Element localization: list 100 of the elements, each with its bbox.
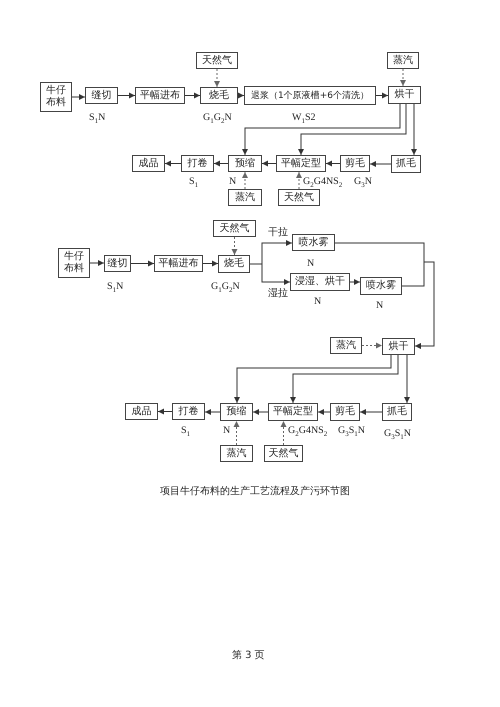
process-box bbox=[268, 403, 318, 421]
arrow bbox=[184, 92, 200, 98]
emission-code: G$_{1}$G$_{2}$N bbox=[211, 281, 240, 296]
box-label: 天然气 bbox=[283, 192, 315, 204]
process-box bbox=[264, 445, 303, 462]
dashed-arrow bbox=[362, 342, 382, 348]
emission-code: G$_{1}$G$_{2}$N bbox=[203, 112, 232, 127]
box-label: 蒸汽 bbox=[234, 192, 256, 204]
arrow bbox=[402, 262, 434, 349]
box-label: 烘干 bbox=[388, 340, 410, 352]
box-label: 成品 bbox=[138, 158, 160, 170]
box-label: 缝切 bbox=[90, 90, 112, 102]
box-label: 天然气 bbox=[201, 54, 233, 66]
process-box bbox=[181, 155, 214, 172]
emission-code: S$_{1}$N bbox=[107, 281, 124, 296]
arrow bbox=[326, 160, 340, 166]
emission-code: G$_{2}$G4NS$_{2}$ bbox=[288, 425, 328, 440]
box-label: 成品 bbox=[130, 406, 152, 418]
emission-code: G$_{3}$S$_{1}$N bbox=[384, 428, 412, 443]
emission-code: S$_{1}$ bbox=[189, 176, 198, 191]
emission-code: G$_{3}$N bbox=[354, 176, 372, 191]
emission-code: S$_{1}$N bbox=[89, 112, 106, 127]
dashed-arrow bbox=[296, 172, 302, 190]
arrow bbox=[204, 409, 220, 415]
process-box bbox=[218, 255, 250, 273]
process-box bbox=[220, 403, 253, 421]
arrow bbox=[158, 408, 172, 414]
process-box bbox=[220, 445, 253, 462]
process-box bbox=[278, 189, 320, 206]
process-box bbox=[58, 248, 90, 278]
arrow bbox=[376, 92, 388, 98]
box-label: 蒸汽 bbox=[335, 340, 357, 352]
arrow bbox=[118, 92, 136, 98]
box-label: 烧毛 bbox=[223, 258, 245, 270]
process-box bbox=[340, 155, 370, 172]
dashed-arrow bbox=[232, 236, 238, 256]
dashed-arrow bbox=[400, 68, 406, 86]
box-label: 天然气 bbox=[218, 222, 250, 234]
arrow bbox=[411, 104, 417, 156]
edge-label: 湿拉 bbox=[268, 288, 288, 300]
process-box bbox=[360, 277, 402, 295]
box-label: 牛仔布料 bbox=[45, 85, 67, 109]
process-box bbox=[132, 155, 165, 172]
process-box bbox=[244, 86, 376, 105]
arrow bbox=[214, 160, 228, 166]
box-label: 平幅定型 bbox=[272, 406, 314, 418]
process-box bbox=[200, 87, 238, 104]
arrow bbox=[350, 279, 360, 285]
process-box bbox=[85, 87, 118, 104]
box-label: 预缩 bbox=[234, 158, 256, 170]
box-label: 缝切 bbox=[106, 258, 128, 270]
emission-code: G$_{2}$G4NS$_{2}$ bbox=[303, 176, 342, 191]
box-label: 蒸汽 bbox=[226, 448, 248, 460]
emission-code: N bbox=[229, 176, 236, 188]
arrow bbox=[90, 260, 104, 266]
arrow bbox=[262, 160, 276, 166]
process-box bbox=[382, 338, 415, 355]
process-box bbox=[276, 155, 326, 172]
arrow bbox=[238, 92, 244, 98]
emission-code: S$_{1}$ bbox=[181, 425, 190, 440]
process-box bbox=[228, 189, 262, 206]
box-label: 抓毛 bbox=[386, 406, 408, 418]
process-box bbox=[388, 86, 421, 104]
box-label: 喷水雾 bbox=[365, 280, 397, 292]
arrow bbox=[72, 94, 86, 100]
box-label: 打卷 bbox=[186, 158, 208, 170]
arrow bbox=[298, 104, 406, 156]
process-box bbox=[228, 155, 262, 172]
box-label: 烘干 bbox=[394, 89, 416, 101]
process-box bbox=[154, 255, 203, 272]
process-box bbox=[387, 52, 419, 69]
arrow bbox=[234, 354, 392, 404]
process-box bbox=[196, 52, 238, 69]
box-label: 浸湿、烘干 bbox=[294, 276, 346, 288]
process-box bbox=[290, 273, 350, 291]
dashed-arrow bbox=[242, 172, 248, 190]
page-number: 第 3 页 bbox=[232, 649, 265, 662]
box-label: 喷水雾 bbox=[298, 236, 330, 248]
arrow bbox=[290, 354, 398, 404]
arrow bbox=[164, 160, 182, 166]
process-box bbox=[40, 82, 72, 112]
emission-code: W$_{1}$S2 bbox=[292, 112, 316, 127]
box-label: 蒸汽 bbox=[392, 54, 414, 66]
box-label: 牛仔布料 bbox=[63, 251, 85, 275]
emission-code: N bbox=[314, 296, 322, 308]
process-box bbox=[135, 87, 185, 104]
arrow bbox=[404, 354, 410, 404]
process-box bbox=[330, 403, 360, 421]
box-label: 预缩 bbox=[226, 406, 248, 418]
process-box bbox=[213, 220, 256, 237]
dashed-arrow bbox=[234, 420, 240, 446]
arrow bbox=[242, 104, 400, 156]
box-label: 退浆（1个原液槽+6个清洗） bbox=[250, 90, 370, 102]
box-label: 平幅定型 bbox=[280, 158, 322, 170]
box-label: 天然气 bbox=[268, 448, 300, 460]
box-label: 平幅进布 bbox=[158, 258, 200, 270]
dashed-arrow bbox=[280, 420, 286, 446]
process-box bbox=[292, 234, 335, 251]
process-box bbox=[125, 403, 158, 420]
arrow bbox=[370, 161, 392, 167]
